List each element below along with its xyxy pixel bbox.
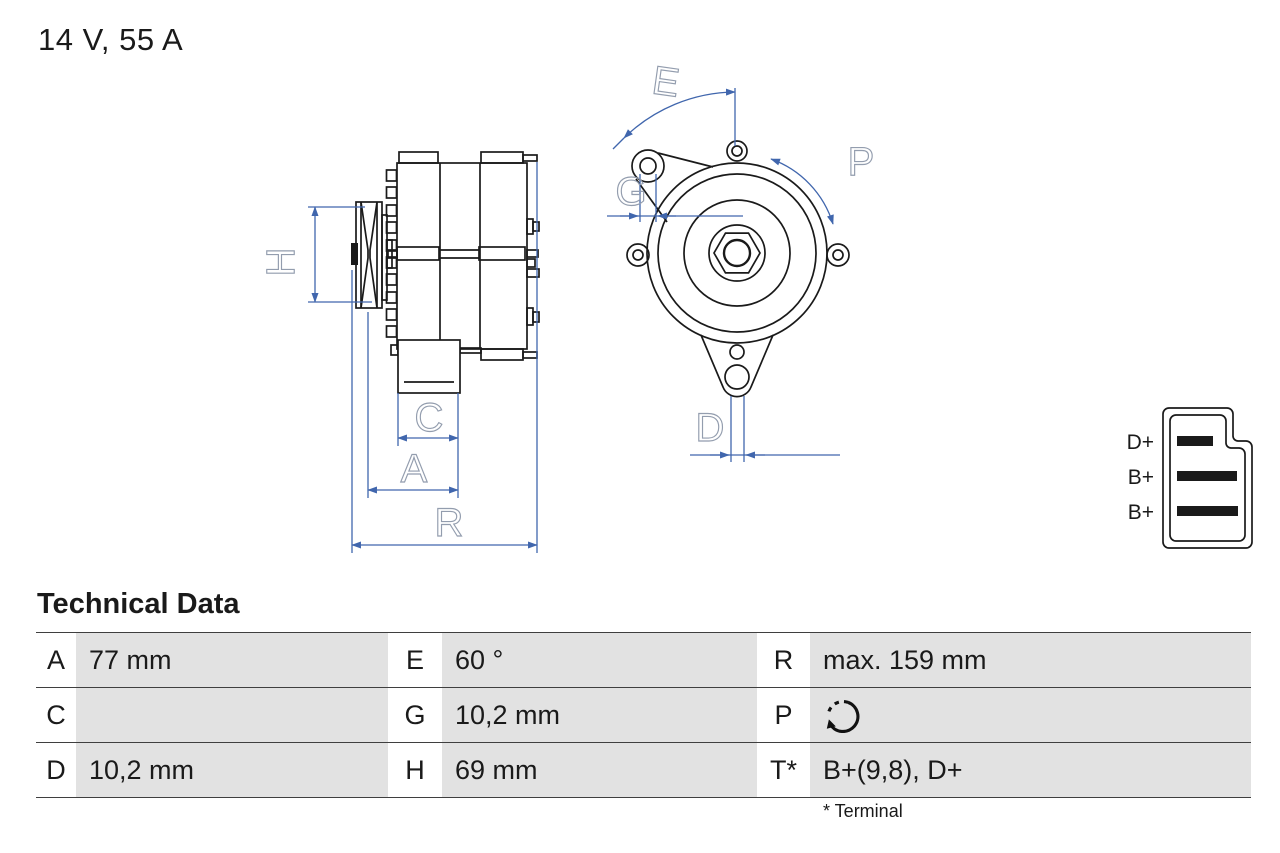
dimension-label-p: P bbox=[848, 140, 875, 184]
terminal-footnote: * Terminal bbox=[823, 801, 903, 821]
top-ear bbox=[726, 140, 748, 162]
rotation-ccw-icon bbox=[826, 699, 860, 733]
page-title: 14 V, 55 A bbox=[38, 22, 184, 57]
housing-body bbox=[387, 151, 538, 361]
table-value-rotation bbox=[810, 688, 1251, 743]
dimension-label-r: R bbox=[435, 501, 464, 545]
table-value bbox=[76, 688, 388, 743]
dimension-label-a: A bbox=[401, 447, 428, 491]
terminal-pin-bplus-2 bbox=[1177, 506, 1238, 516]
terminal-pin-bplus-1 bbox=[1177, 471, 1237, 481]
terminal-label-dplus: D+ bbox=[1127, 431, 1154, 454]
side-view-dimensions: H C A R bbox=[258, 162, 538, 553]
dimension-label-g: G bbox=[615, 170, 646, 214]
right-ear bbox=[826, 243, 850, 267]
technical-data-heading: Technical Data bbox=[37, 588, 240, 620]
alternator-front-view bbox=[626, 140, 850, 398]
front-view-dimensions: E G P D bbox=[607, 58, 875, 462]
terminal-label-bplus-2: B+ bbox=[1128, 501, 1154, 524]
table-value: B+(9,8), D+ bbox=[810, 743, 1251, 798]
table-key: D bbox=[36, 743, 76, 798]
table-value: 69 mm bbox=[442, 743, 757, 798]
table-key: A bbox=[36, 633, 76, 688]
housing-outline bbox=[646, 162, 828, 344]
rear-terminals bbox=[526, 218, 540, 326]
table-value: 77 mm bbox=[76, 633, 388, 688]
table-value: max. 159 mm bbox=[810, 633, 1251, 688]
bottom-lug bbox=[700, 334, 774, 398]
table-key: H bbox=[388, 743, 442, 798]
mounting-foot bbox=[390, 339, 461, 394]
technical-data-table: A 77 mm E 60 ° R max. 159 mm C G 10,2 mm… bbox=[36, 632, 1251, 798]
connector-diagram: D+ B+ B+ bbox=[1127, 407, 1253, 549]
table-value: 10,2 mm bbox=[442, 688, 757, 743]
terminal-label-bplus-1: B+ bbox=[1128, 466, 1154, 489]
table-key: P bbox=[757, 688, 810, 743]
table-value: 60 ° bbox=[442, 633, 757, 688]
terminal-pin-dplus bbox=[1177, 436, 1213, 446]
dimension-label-e: E bbox=[650, 58, 683, 105]
table-key: R bbox=[757, 633, 810, 688]
shaft-nut bbox=[713, 232, 761, 274]
technical-drawing: H C A R bbox=[258, 58, 1253, 553]
left-ear bbox=[626, 243, 650, 267]
table-key: G bbox=[388, 688, 442, 743]
shaft-end bbox=[351, 243, 358, 265]
pulley bbox=[355, 201, 393, 309]
table-key: C bbox=[36, 688, 76, 743]
table-key: T* bbox=[757, 743, 810, 798]
dimension-label-c: C bbox=[415, 396, 444, 440]
table-key: E bbox=[388, 633, 442, 688]
dimension-label-h: H bbox=[259, 248, 303, 277]
dimension-label-d: D bbox=[696, 406, 725, 450]
table-value: 10,2 mm bbox=[76, 743, 388, 798]
alternator-side-view bbox=[351, 151, 540, 394]
